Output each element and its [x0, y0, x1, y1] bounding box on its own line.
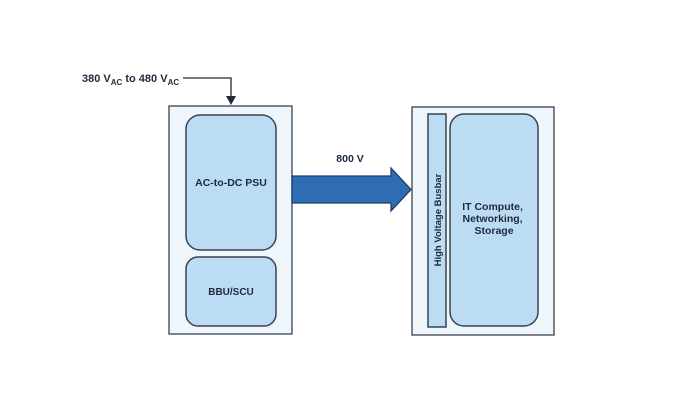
it-label-line: IT Compute, [462, 201, 523, 213]
it-compute-module [449, 113, 539, 327]
bbu-label: BBU/SCU [208, 287, 254, 298]
it-label: IT Compute, Networking, Storage [462, 201, 526, 237]
power-flow-arrow-icon [291, 166, 412, 213]
it-label-line: Storage [474, 225, 513, 237]
busbar-label: High Voltage Busbar [433, 173, 444, 266]
high-voltage-busbar [427, 113, 447, 328]
it-label-line: Networking, [462, 213, 522, 225]
input-connector-line [183, 77, 232, 98]
voltage-label: 800 V [336, 153, 363, 165]
psu-label: AC-to-DC PSU [195, 177, 267, 189]
ac-dc-psu-module [185, 114, 277, 251]
bbu-scu-module [185, 256, 277, 327]
input-arrowhead-icon [226, 96, 236, 105]
input-voltage-label: 380 VAC to 480 VAC [82, 73, 179, 87]
